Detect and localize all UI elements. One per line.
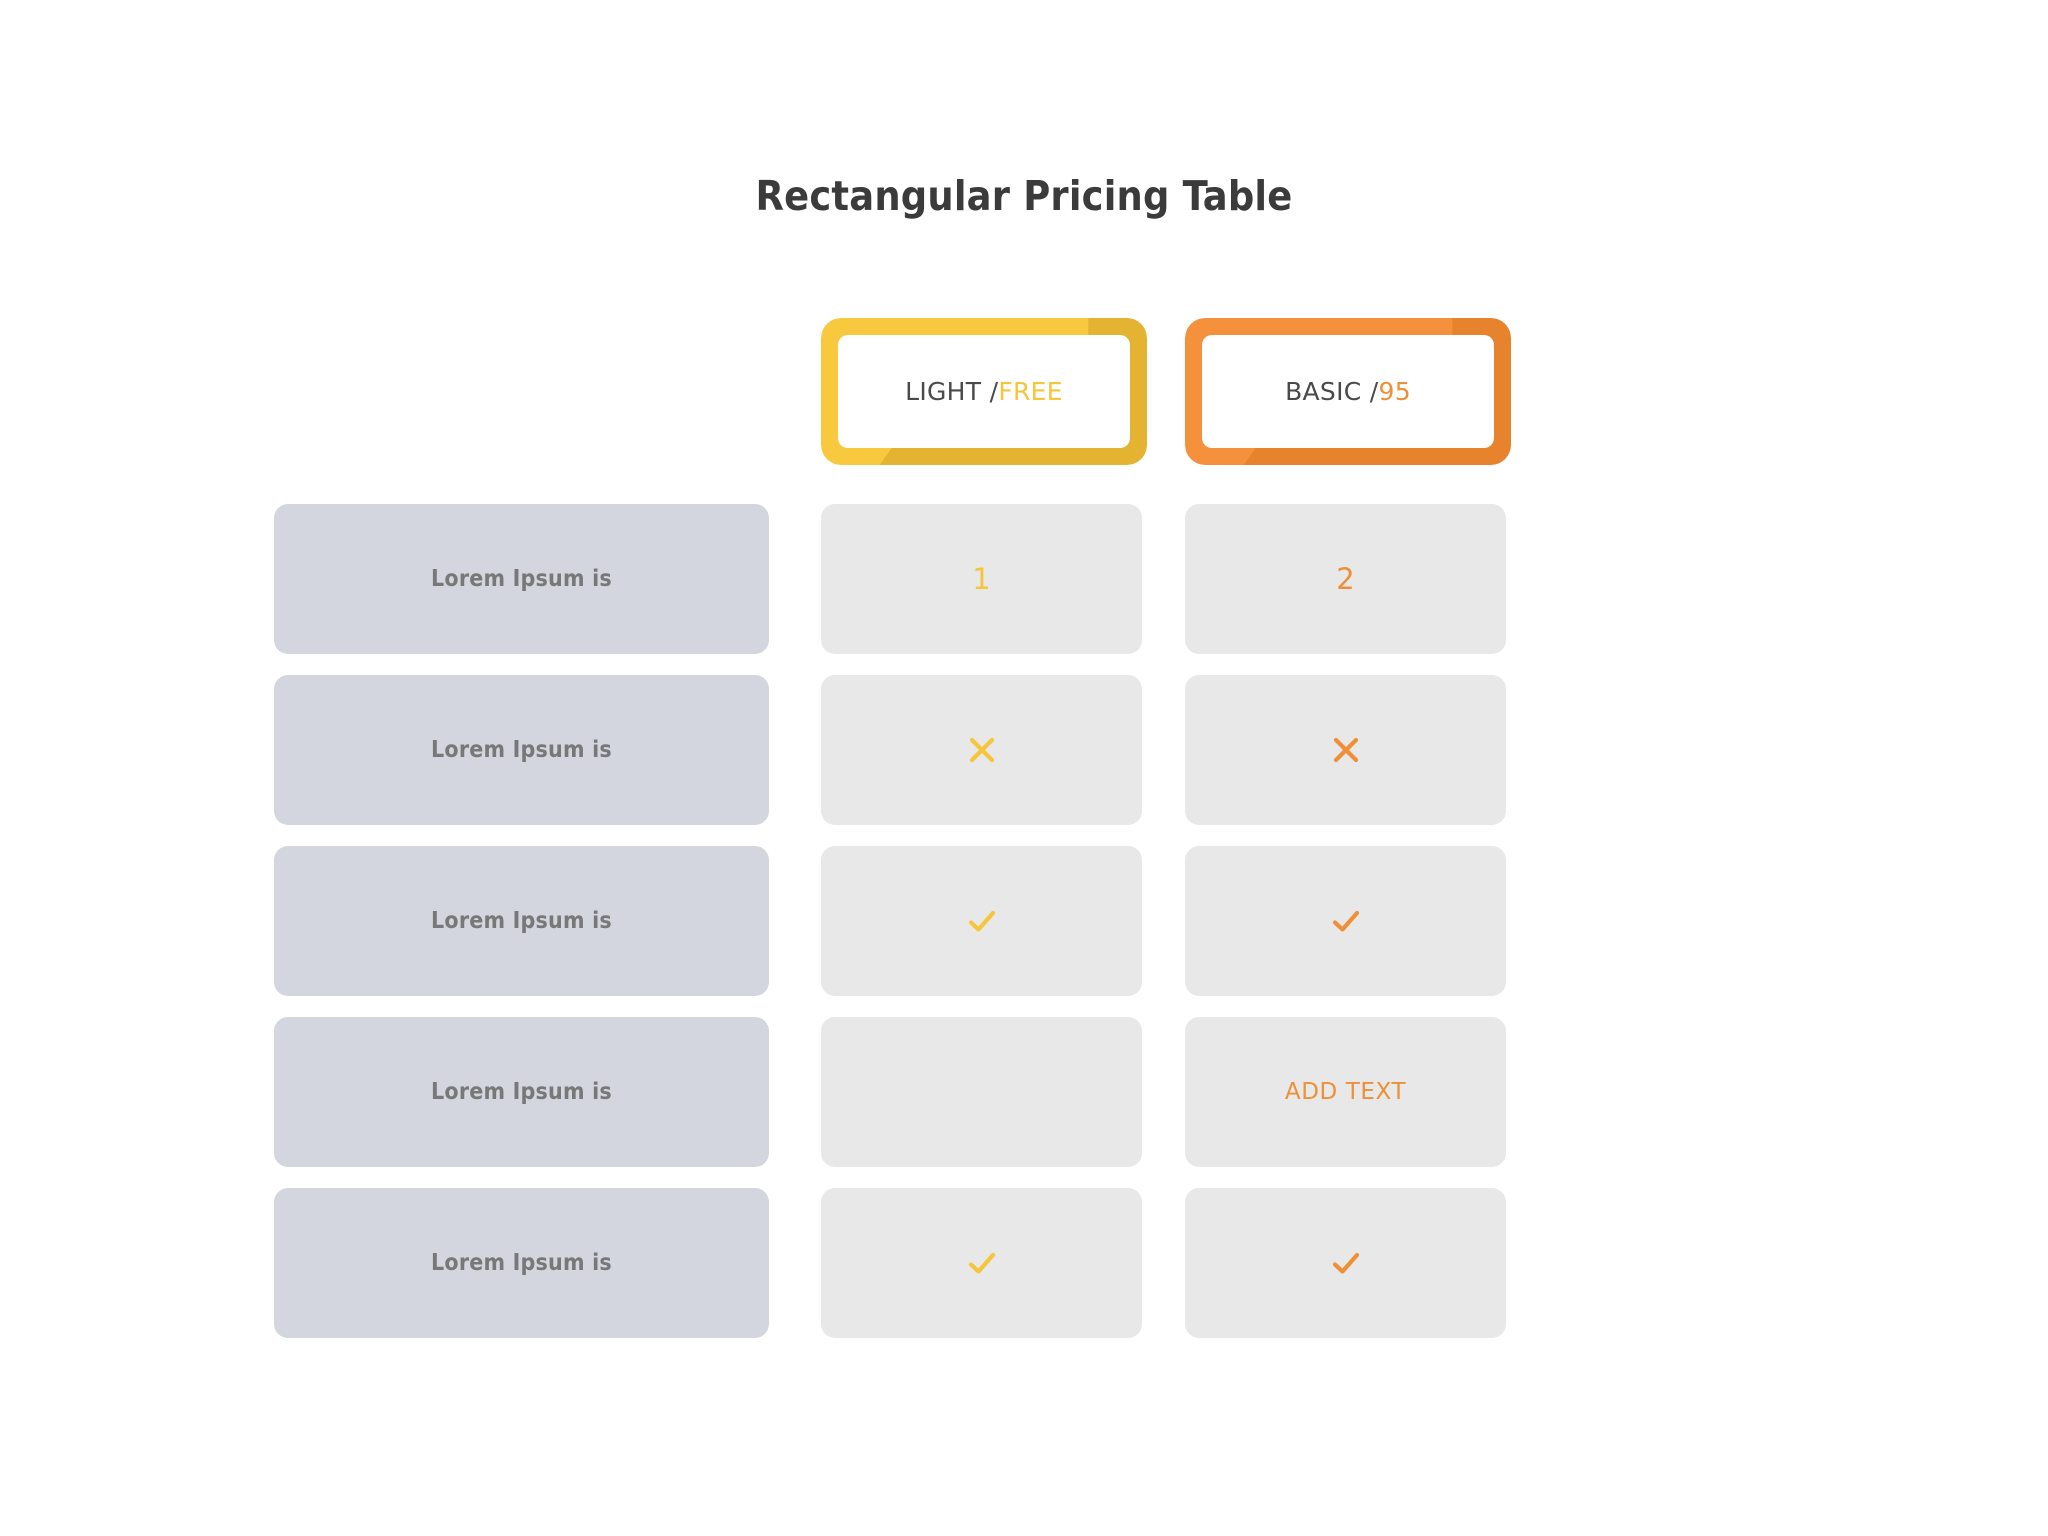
plan-price-basic: 95 <box>1378 377 1411 406</box>
value-number: 1 <box>972 561 991 596</box>
value-cell-basic[interactable] <box>1185 1188 1506 1338</box>
plan-name-light: LIGHT / <box>905 377 999 406</box>
plan-header-basic[interactable]: BASIC /95 <box>1185 318 1511 465</box>
check-icon <box>968 910 995 932</box>
feature-label-text: Lorem Ipsum is <box>431 566 612 592</box>
plan-label-light: LIGHT /FREE <box>905 377 1063 406</box>
cross-icon <box>1333 737 1358 763</box>
feature-label-text: Lorem Ipsum is <box>431 737 612 763</box>
feature-label-cell: Lorem Ipsum is <box>274 846 769 996</box>
page-title: Rectangular Pricing Table <box>755 172 1293 220</box>
feature-label-cell: Lorem Ipsum is <box>274 1188 769 1338</box>
plan-header-inner: LIGHT /FREE <box>838 335 1130 448</box>
value-cell-basic[interactable]: ADD TEXT <box>1185 1017 1506 1167</box>
value-cell-basic[interactable] <box>1185 846 1506 996</box>
value-cell-light[interactable] <box>821 675 1142 825</box>
feature-label-cell: Lorem Ipsum is <box>274 504 769 654</box>
feature-label-text: Lorem Ipsum is <box>431 1250 612 1276</box>
feature-label-text: Lorem Ipsum is <box>431 908 612 934</box>
plan-price-light: FREE <box>998 377 1063 406</box>
plan-header-inner: BASIC /95 <box>1202 335 1494 448</box>
feature-label-cell: Lorem Ipsum is <box>274 1017 769 1167</box>
feature-label-text: Lorem Ipsum is <box>431 1079 612 1105</box>
check-icon <box>968 1252 995 1274</box>
value-cell-light[interactable] <box>821 1188 1142 1338</box>
plan-name-basic: BASIC / <box>1285 377 1379 406</box>
value-cell-light[interactable]: 1 <box>821 504 1142 654</box>
feature-label-cell: Lorem Ipsum is <box>274 675 769 825</box>
check-icon <box>1332 1252 1359 1274</box>
value-cell-light[interactable] <box>821 1017 1142 1167</box>
check-icon <box>1332 910 1359 932</box>
cross-icon <box>969 737 994 763</box>
plan-label-basic: BASIC /95 <box>1285 377 1411 406</box>
value-cell-basic[interactable] <box>1185 675 1506 825</box>
value-number: 2 <box>1336 561 1355 596</box>
plan-header-light[interactable]: LIGHT /FREE <box>821 318 1147 465</box>
value-text: ADD TEXT <box>1284 1079 1407 1105</box>
value-cell-light[interactable] <box>821 846 1142 996</box>
value-cell-basic[interactable]: 2 <box>1185 504 1506 654</box>
